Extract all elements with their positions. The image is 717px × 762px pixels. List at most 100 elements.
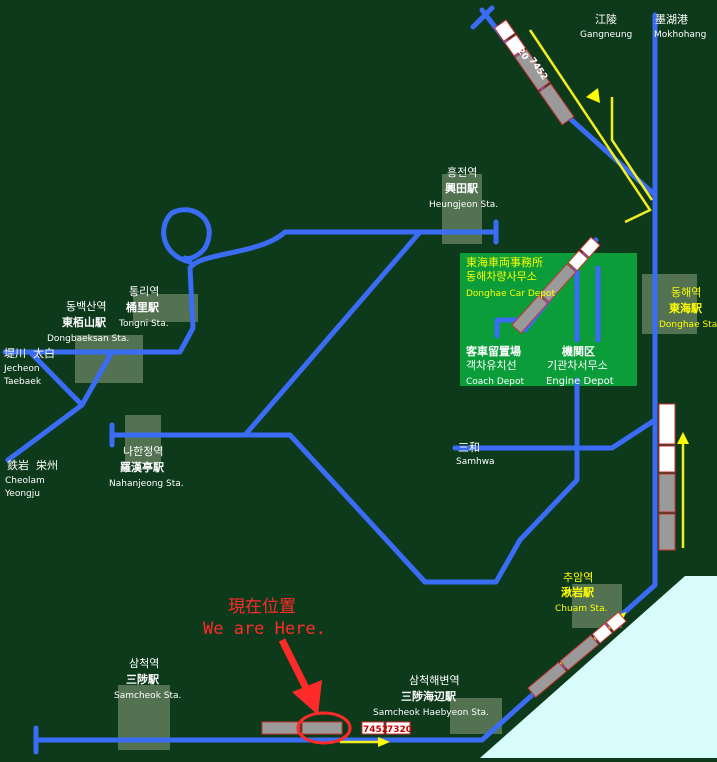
nahanjeong-kr: 나한정역 <box>123 445 163 458</box>
station-gangneung: 江陵 Gangneung <box>580 13 632 40</box>
car-7159-depot <box>567 249 589 272</box>
taebaek-kanji: 太白 <box>33 346 55 360</box>
depot-labels: 東海車両事務所 동해차량사무소 Donghae Car Depot 客車留置場 … <box>465 255 614 387</box>
tongri-platform <box>133 294 198 322</box>
tongri-en: Tongni Sta. <box>118 319 169 329</box>
station-dongbaeksan: 동백산역 東栢山駅 Dongbaeksan Sta. <box>47 300 129 344</box>
samhwa-en: Samhwa <box>456 457 495 467</box>
here-label-jp: 現在位置 <box>228 597 296 617</box>
depot-title-kr: 동해차량사무소 <box>466 269 537 283</box>
tongri-kr: 통리역 <box>129 285 159 298</box>
car-depot-1 <box>511 294 549 334</box>
car-7320-chuam <box>605 611 627 633</box>
car-samcheok-2 <box>301 721 343 735</box>
coach-depot-en: Coach Depot <box>466 377 525 387</box>
gangneung-line-end <box>470 5 495 30</box>
arrow-up-icon <box>677 432 689 444</box>
samhwa-connector <box>242 377 580 585</box>
route-north <box>528 29 652 224</box>
station-cheolam-yeongju: 鉄岩 栄州 Cheolam Yeongju <box>4 458 58 499</box>
car-7320-top <box>493 19 516 42</box>
samcheok-jp: 三陟駅 <box>126 672 159 686</box>
heungjeon-en: Heungjeon Sta. <box>429 200 498 210</box>
here-label-en: We are Here. <box>203 619 326 639</box>
dongbaeksan-kr: 동백산역 <box>66 300 106 313</box>
dongbaeksan-branch <box>79 349 115 408</box>
samcheok-kr: 삼척역 <box>129 657 159 670</box>
mokhohang-en: Mokhohang <box>654 30 706 40</box>
car-top-3 <box>514 48 551 91</box>
depot-area <box>460 253 637 386</box>
car-chuam-1 <box>527 661 568 698</box>
car-7320-donghae <box>658 403 676 445</box>
jecheon-kanji: 堤川 <box>4 347 26 360</box>
station-samcheok-haebyeon: 삼척해변역 三陟海辺駅 Samcheok Haebyeon Sta. <box>373 673 489 718</box>
car-number-7320-samcheok: 7320 <box>387 725 412 735</box>
pointer-arrow-icon <box>292 680 322 715</box>
mokhohang-kanji: 墨湖港 <box>655 13 688 26</box>
station-mokhohang: 墨湖港 Mokhohang <box>654 13 706 40</box>
train-top <box>493 19 575 126</box>
samcheok-haebyeon-kr: 삼척해변역 <box>409 673 460 687</box>
engine-depot-kr: 기관차서무소 <box>547 359 608 372</box>
switchback-loop <box>161 207 212 265</box>
station-donghae: 동해역 東海駅 Donghae Sta. <box>659 285 717 330</box>
station-samcheok: 삼척역 三陟駅 Samcheok Sta. <box>114 657 181 701</box>
samhwa-kanji: 三和 <box>458 441 480 454</box>
chuam-jp: 湫岩駅 <box>561 585 594 599</box>
chuam-kr: 추암역 <box>563 571 593 584</box>
train-depot <box>511 236 601 334</box>
jecheon-en: Jecheon <box>3 364 40 374</box>
car-7159-chuam <box>591 623 614 644</box>
car-7320-depot <box>579 236 601 258</box>
dongbaeksan-en: Dongbaeksan Sta. <box>47 334 129 344</box>
samcheok-haebyeon-en: Samcheok Haebyeon Sta. <box>373 708 489 718</box>
car-7320-samcheok <box>385 721 411 735</box>
depot-title-jp: 東海車両事務所 <box>466 255 543 269</box>
samcheok-haebyeon-jp: 三陟海辺駅 <box>401 689 456 703</box>
gangneung-kanji: 江陵 <box>595 13 617 26</box>
coach-depot-kr: 객차유치선 <box>466 359 517 372</box>
station-heungjeon: 흥전역 興田駅 Heungjeon Sta. <box>429 165 498 210</box>
taebaek-en: Taebaek <box>3 377 42 387</box>
sea <box>480 576 717 758</box>
dongbaeksan-jp: 東栢山駅 <box>62 315 106 329</box>
cheolam-kanji: 鉄岩 <box>7 458 29 472</box>
nahanjeong-jp: 羅漢亭駅 <box>120 460 164 474</box>
car-samcheok-1 <box>261 721 301 735</box>
tongri-jp: 桶里駅 <box>125 300 159 314</box>
samcheok-en: Samcheok Sta. <box>114 691 181 701</box>
car-depot-2 <box>539 263 577 303</box>
depot-title-en: Donghae Car Depot <box>466 289 556 299</box>
engine-depot-jp: 機関区 <box>562 344 595 358</box>
coach-depot-jp: 客車留置場 <box>465 344 521 358</box>
donghae-en: Donghae Sta. <box>659 320 717 330</box>
car-number-7452-samcheok: 7452 <box>363 725 388 735</box>
train-chuam <box>527 611 627 698</box>
cheolam-en: Cheolam <box>5 476 45 486</box>
engine-depot-en: Engine Depot <box>546 376 614 387</box>
donghae-kr: 동해역 <box>671 285 701 299</box>
station-tongri: 통리역 桶里駅 Tongni Sta. <box>118 285 169 329</box>
samhwa-line <box>452 417 658 451</box>
car-7452-donghae <box>658 445 676 473</box>
yeongju-kanji: 栄州 <box>36 458 58 472</box>
car-7452-samcheok <box>361 721 385 735</box>
nahanjeong-en: Nahanjeong Sta. <box>109 479 184 489</box>
donghae-platform <box>642 274 697 334</box>
car-top-4 <box>538 83 575 126</box>
car-donghae-4 <box>658 513 676 551</box>
heungjeon-kr: 흥전역 <box>447 165 477 179</box>
car-donghae-3 <box>658 473 676 513</box>
nahanjeong-platform <box>125 415 161 463</box>
station-jecheon-taebaek: 堤川 太白 Jecheon Taebaek <box>3 346 55 387</box>
train-donghae <box>658 403 676 551</box>
arrow-right-icon <box>378 737 390 747</box>
chuam-en: Chuam Sta. <box>555 604 607 614</box>
car-chuam-2 <box>559 634 600 671</box>
nahanjeong-line <box>109 229 423 438</box>
heungjeon-jp: 興田駅 <box>445 181 478 195</box>
yeongju-en: Yeongju <box>4 489 40 499</box>
